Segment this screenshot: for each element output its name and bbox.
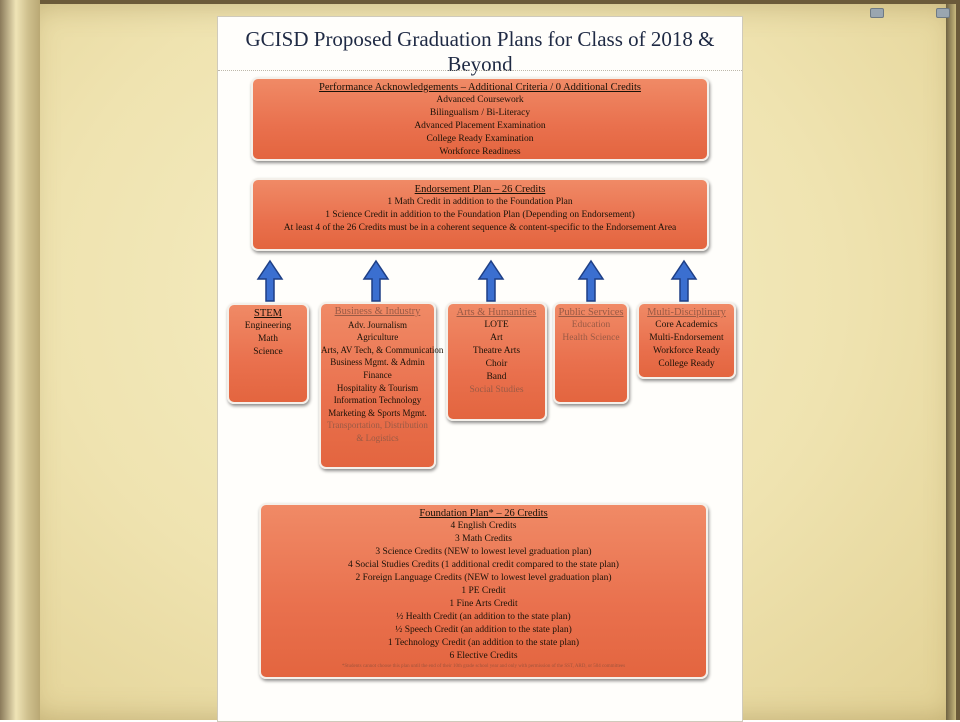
endorsement-item: Hospitality & Tourism <box>336 382 419 393</box>
foundation-line: ½ Speech Credit (an addition to the stat… <box>395 625 572 635</box>
endorsement-item: Core Academics <box>655 320 718 330</box>
performance-acknowledgements-box: Performance Acknowledgements – Additiona… <box>251 77 709 161</box>
performance-line: Workforce Readiness <box>439 147 521 157</box>
endorsement-item: Band <box>486 372 507 382</box>
endorsement-item: Arts, AV Tech, & Communication <box>321 344 444 355</box>
foundation-line: 2 Foreign Language Credits (NEW to lowes… <box>355 573 612 583</box>
foundation-line: 3 Science Credits (NEW to lowest level g… <box>375 547 592 557</box>
endorsement-plan-heading: Endorsement Plan – 26 Credits <box>414 184 546 195</box>
performance-line: Bilingualism / Bi-Literacy <box>429 108 531 118</box>
endorsement-item: Choir <box>485 359 508 369</box>
endorsement-item: Adv. Journalism <box>348 319 407 330</box>
endorsement-item: Information Technology <box>333 395 422 406</box>
up-arrow-icon <box>577 259 605 302</box>
endorsement-heading: Arts & Humanities <box>456 307 537 318</box>
endorsement-plan-line: 1 Math Credit in addition to the Foundat… <box>387 197 573 207</box>
endorsement-plan-line: 1 Science Credit in addition to the Foun… <box>325 210 635 220</box>
endorsement-item: Math <box>257 334 279 344</box>
endorsement-arts-box: Arts & Humanities LOTE Art Theatre Arts … <box>446 302 547 421</box>
up-arrow-icon <box>362 259 390 302</box>
endorsement-item-faded: Transportation, Distribution <box>327 420 428 431</box>
foundation-heading: Foundation Plan* – 26 Credits <box>419 508 548 519</box>
endorsement-item: Engineering <box>244 321 292 331</box>
endorsement-item: Marketing & Sports Mgmt. <box>328 407 427 418</box>
endorsement-item: Multi-Endorsement <box>649 333 724 343</box>
endorsement-item: Agriculture <box>356 332 399 343</box>
endorsement-item: Art <box>490 333 503 343</box>
foundation-line: 6 Elective Credits <box>449 651 518 661</box>
performance-line: Advanced Coursework <box>436 95 524 105</box>
foundation-line: 1 Technology Credit (an addition to the … <box>387 638 580 648</box>
endorsement-heading: STEM <box>253 308 282 319</box>
endorsement-public-services-box: Public Services Education Health Science <box>553 302 629 404</box>
up-arrow-icon <box>256 259 284 302</box>
endorsement-stem-box: STEM Engineering Math Science <box>227 303 309 404</box>
endorsement-item: Science <box>253 347 283 357</box>
performance-line: College Ready Examination <box>426 134 534 144</box>
endorsement-business-box: Business & Industry Adv. Journalism Agri… <box>319 302 444 469</box>
endorsement-item: Theatre Arts <box>472 346 521 356</box>
performance-heading: Performance Acknowledgements – Additiona… <box>319 82 641 93</box>
endorsement-item: Health Science <box>562 333 620 343</box>
endorsement-item: LOTE <box>484 320 509 330</box>
endorsement-item: Finance <box>363 369 392 380</box>
endorsement-multidisciplinary-box: Multi-Disciplinary Core Academics Multi-… <box>637 302 736 379</box>
endorsement-heading: Public Services <box>558 307 624 318</box>
notebook-spine <box>0 0 40 720</box>
foundation-line: 4 Social Studies Credits (1 additional c… <box>348 560 619 570</box>
page-title: GCISD Proposed Graduation Plans for Clas… <box>245 27 715 76</box>
foundation-footnote: *Students cannot choose this plan until … <box>341 664 626 669</box>
foundation-line: 1 Fine Arts Credit <box>449 599 518 609</box>
foundation-line: ½ Health Credit (an addition to the stat… <box>396 612 571 622</box>
foundation-line: 3 Math Credits <box>455 534 512 544</box>
endorsement-item: College Ready <box>658 359 715 369</box>
endorsement-heading: Business & Industry <box>334 306 421 317</box>
endorsement-plan-line: At least 4 of the 26 Credits must be in … <box>283 223 677 233</box>
binder-clip-left <box>870 8 884 18</box>
title-divider <box>218 70 742 71</box>
performance-line: Advanced Placement Examination <box>414 121 546 131</box>
endorsement-item: Workforce Ready <box>652 346 721 356</box>
foundation-line: 4 English Credits <box>450 521 517 531</box>
foundation-line: 1 PE Credit <box>461 586 506 596</box>
page-edge <box>946 4 956 720</box>
binder-clip-right <box>936 8 950 18</box>
endorsement-item: Education <box>571 320 611 330</box>
endorsement-heading: Multi-Disciplinary <box>647 307 726 318</box>
endorsement-item-faded: Social Studies <box>469 385 524 395</box>
up-arrow-icon <box>670 259 698 302</box>
endorsement-item-faded: & Logistics <box>356 432 399 443</box>
endorsement-item: Business Mgmt. & Admin <box>330 357 425 368</box>
endorsement-plan-box: Endorsement Plan – 26 Credits 1 Math Cre… <box>251 178 709 251</box>
foundation-plan-box: Foundation Plan* – 26 Credits 4 English … <box>259 503 708 679</box>
slide-sheet: GCISD Proposed Graduation Plans for Clas… <box>217 16 743 722</box>
up-arrow-icon <box>477 259 505 302</box>
